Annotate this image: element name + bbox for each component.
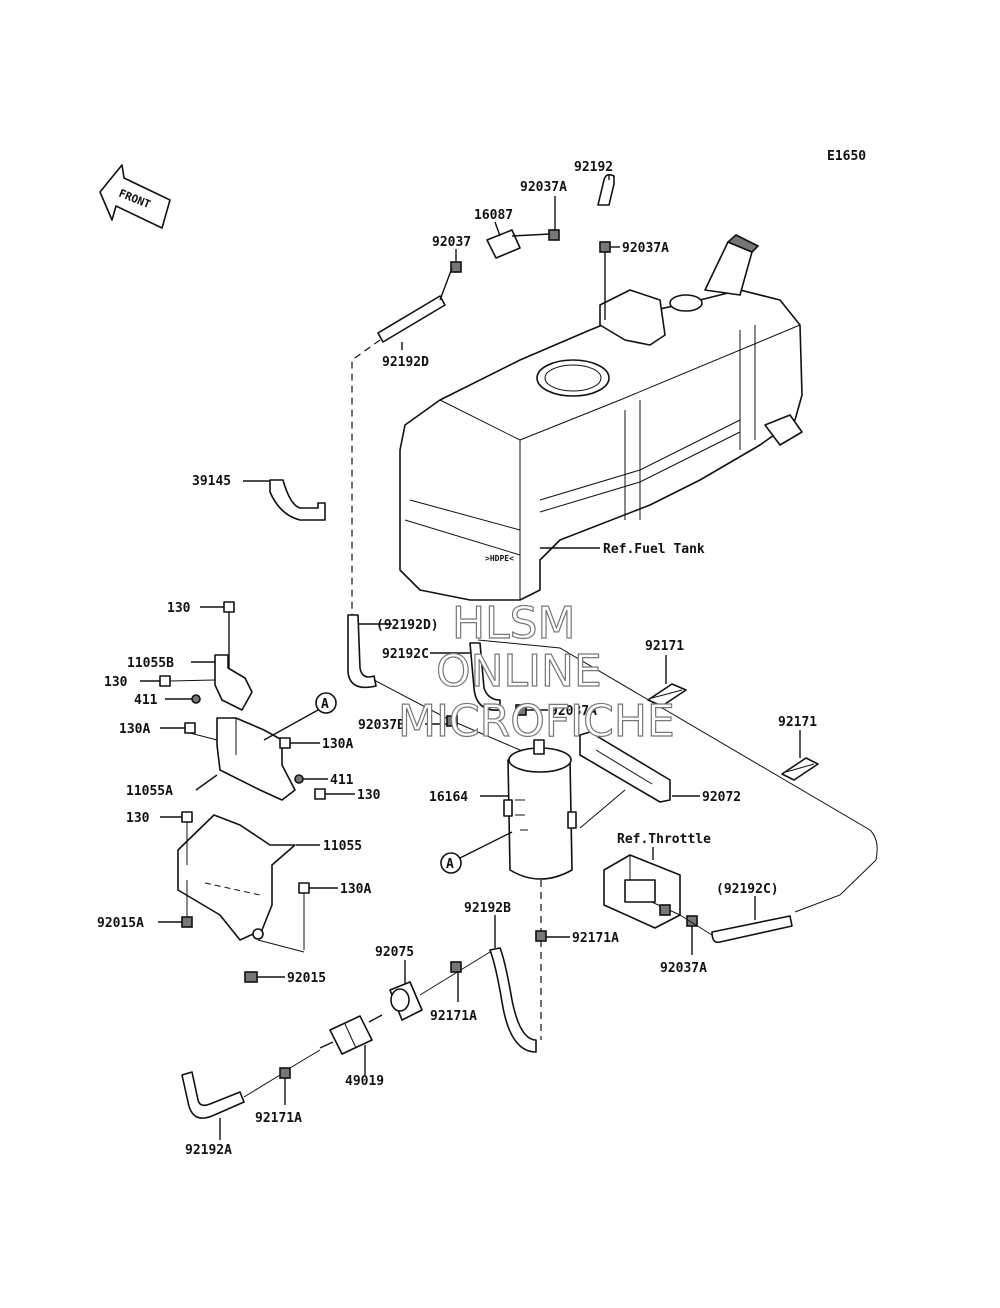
bracket-92072 — [579, 731, 671, 803]
label-11055A: 11055A — [126, 784, 173, 799]
label-92171A-mid: 92171A — [430, 1009, 477, 1024]
label-411-left: 411 — [134, 693, 158, 708]
bracket-11055 — [177, 814, 296, 941]
valve-16087 — [486, 229, 551, 259]
nut-92015 — [244, 971, 258, 983]
label-92075: 92075 — [375, 945, 414, 960]
label-92015: 92015 — [287, 971, 326, 986]
label-92171A-low: 92171A — [255, 1111, 302, 1126]
label-92192: 92192 — [574, 160, 613, 175]
label-92171-a: 92171 — [645, 639, 684, 654]
label-92192A: 92192A — [185, 1143, 232, 1158]
label-11055B: 11055B — [127, 656, 174, 671]
callout-a-lower — [440, 852, 462, 874]
clamp-92037A-top — [548, 229, 560, 241]
clamp-92037A-right — [599, 241, 611, 253]
bracket-11055B — [214, 654, 253, 711]
front-arrow-icon: FRONT — [99, 164, 171, 229]
label-130A-right: 130A — [322, 737, 353, 752]
label-11055: 11055 — [323, 839, 362, 854]
tank-embossed-arrow: >HDPE< — [485, 554, 514, 563]
bracket-11055A — [216, 717, 296, 801]
label-92192C: 92192C — [382, 647, 429, 662]
clamp-92171A-mid — [450, 961, 462, 973]
label-130-left: 130 — [104, 675, 128, 690]
bolt-130-mid — [314, 788, 326, 800]
label-92037: 92037 — [432, 235, 471, 250]
clip-92171-a — [647, 683, 687, 707]
hose-92192C-right — [711, 915, 793, 944]
label-39145: 39145 — [192, 474, 231, 489]
label-92037A-mid: 92037A — [550, 704, 597, 719]
label-130-mid: 130 — [357, 788, 381, 803]
ref-throttle: Ref.Throttle — [617, 832, 711, 847]
label-130A-lower: 130A — [340, 882, 371, 897]
watermark-line2: ONLINE — [436, 646, 602, 697]
clamp-92037B — [446, 715, 458, 727]
hose-39145 — [269, 479, 326, 521]
hose-92192A — [181, 1071, 245, 1119]
bolt-130A-left — [184, 722, 196, 734]
label-411-right: 411 — [330, 773, 354, 788]
hose-92192C — [469, 642, 501, 711]
watermark-line1: HLSM — [452, 598, 576, 649]
bolt-130A-right — [279, 737, 291, 749]
hose-92192D — [377, 295, 446, 343]
label-92072: 92072 — [702, 790, 741, 805]
label-92192D: 92192D — [382, 355, 429, 370]
label-92037A-right: 92037A — [622, 241, 669, 256]
clamp-92037 — [450, 261, 462, 273]
label-130-top: 130 — [167, 601, 191, 616]
ref-fuel-tank: Ref.Fuel Tank — [603, 542, 705, 557]
watermark: HLSM ONLINE MICROFICHE — [397, 597, 675, 747]
throttle-body — [603, 854, 681, 929]
callout-a-upper-label: A — [321, 697, 329, 712]
watermark-line3: MICROFICHE — [398, 696, 675, 747]
label-92171A-right: 92171A — [572, 931, 619, 946]
label-92037B: 92037B — [358, 718, 405, 733]
label-49019: 49019 — [345, 1074, 384, 1089]
label-92015A: 92015A — [97, 916, 144, 931]
label-92037A-top: 92037A — [520, 180, 567, 195]
bolt-130-lower — [181, 811, 193, 823]
label-16164: 16164 — [429, 790, 468, 805]
label-92192D-paren: (92192D) — [376, 618, 439, 633]
label-92192C-paren: (92192C) — [716, 882, 779, 897]
hose-92192B — [489, 947, 537, 1053]
label-92171-b: 92171 — [778, 715, 817, 730]
bolt-130-left — [159, 675, 171, 687]
callout-a-upper — [315, 692, 337, 714]
fuel-filter-49019 — [319, 1014, 383, 1055]
nut-92015A — [181, 916, 193, 928]
callout-a-lower-label: A — [446, 857, 454, 872]
washer-411-right — [294, 774, 304, 784]
clip-92171-b — [781, 757, 819, 781]
label-92192B: 92192B — [464, 901, 511, 916]
label-130-lower: 130 — [126, 811, 150, 826]
hose-92192 — [597, 173, 615, 206]
label-92037A-low: 92037A — [660, 961, 707, 976]
fuel-tank: >HDPE< — [399, 234, 803, 601]
bolt-130A-lower — [298, 882, 310, 894]
canister-16164 — [503, 739, 577, 880]
label-130A-left: 130A — [119, 722, 150, 737]
clamp-92171A-right — [535, 930, 547, 942]
hose-92192D-lower — [347, 614, 377, 689]
label-16087: 16087 — [474, 208, 513, 223]
washer-411-left — [191, 694, 201, 704]
clamp-92171A-low — [279, 1067, 291, 1079]
diagram-code: E1650 — [827, 149, 866, 164]
